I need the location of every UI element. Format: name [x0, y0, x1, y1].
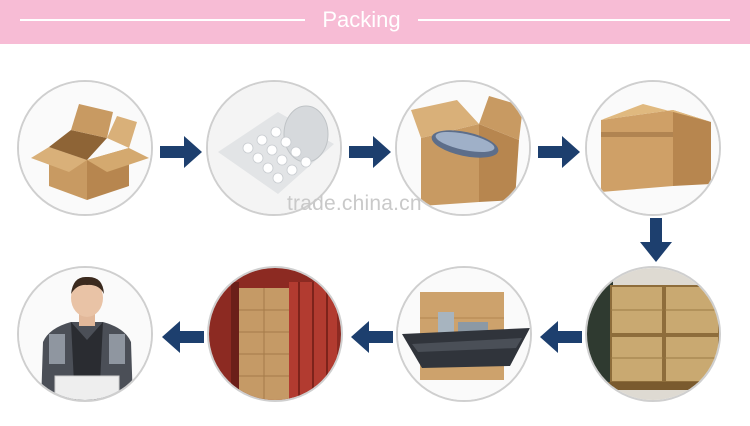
page-title: Packing: [322, 7, 401, 32]
sealed-box-icon: [587, 82, 719, 214]
step-bubble-wrap: [206, 80, 342, 216]
step-open-box: [17, 80, 153, 216]
watermark-text: trade.china.cn: [287, 192, 422, 215]
arrow-left-icon: [351, 321, 393, 353]
arrow-down-icon: [640, 218, 672, 262]
header-banner: Packing: [0, 0, 750, 44]
container-icon: [209, 268, 341, 400]
arrow-right-icon: [160, 136, 202, 168]
arrow-right-icon: [538, 136, 580, 168]
open-box-icon: [19, 82, 151, 214]
delivery-person-icon: [19, 268, 151, 400]
step-crates: [585, 266, 721, 402]
step-sealed-box: [585, 80, 721, 216]
arrow-right-icon: [349, 136, 391, 168]
arrow-left-icon: [162, 321, 204, 353]
step-wrapped-box: [395, 80, 531, 216]
wrapped-box-icon: [397, 82, 529, 214]
step-container: [207, 266, 343, 402]
step-delivery-man: [17, 266, 153, 402]
crate-icon: [587, 268, 719, 400]
ship-icon: [398, 268, 530, 400]
step-ship: [396, 266, 532, 402]
header-line-right: [418, 19, 730, 21]
header-line-left: [20, 19, 305, 21]
bubble-wrap-icon: [208, 82, 340, 214]
arrow-left-icon: [540, 321, 582, 353]
